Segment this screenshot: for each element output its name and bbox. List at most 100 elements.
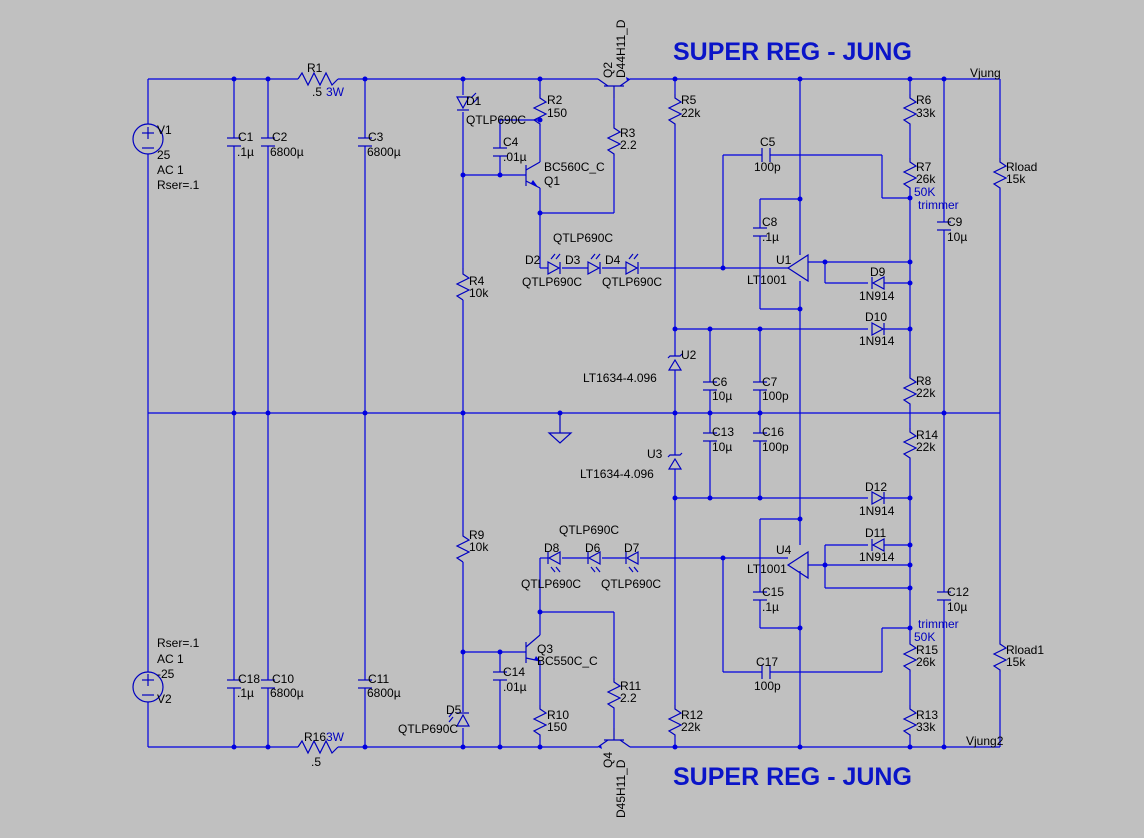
d5-name: D5	[446, 703, 462, 717]
r2-name: R2	[547, 93, 563, 107]
d2-name: D2	[525, 253, 541, 267]
r6-value: 33k	[916, 106, 936, 120]
d4-value: QTLP690C	[602, 275, 662, 289]
r12-value: 22k	[681, 720, 701, 734]
q2-value: D44H11_D	[614, 19, 628, 78]
transistor-arrows	[531, 77, 630, 749]
wires	[147, 78, 1001, 748]
c8-value: .1µ	[762, 230, 779, 244]
c10-name: C10	[272, 672, 294, 686]
d8-value: QTLP690C	[521, 577, 581, 591]
d12-name: D12	[865, 480, 887, 494]
c18-value: .1µ	[237, 686, 254, 700]
c2-value: 6800µ	[270, 145, 304, 159]
ground-icon	[547, 413, 573, 444]
d11-name: D11	[865, 526, 886, 540]
r14-value: 22k	[916, 440, 936, 454]
r16-rating: 3W	[326, 730, 345, 744]
r12-name: R12	[681, 708, 703, 722]
u4-name: U4	[776, 543, 792, 557]
r3-value: 2.2	[620, 138, 637, 152]
r4-value: 10k	[469, 286, 489, 300]
c9-value: 10µ	[947, 230, 967, 244]
c6-value: 10µ	[712, 389, 732, 403]
r13-name: R13	[916, 708, 938, 722]
d4-name: D4	[605, 253, 621, 267]
r1-value: .5	[312, 85, 322, 99]
c4-name: C4	[503, 135, 519, 149]
q4-name: Q4	[601, 752, 615, 768]
r7-name: R7	[916, 160, 932, 174]
r9-value: 10k	[469, 540, 489, 554]
v2-value: -25	[157, 667, 175, 681]
d11-value: 1N914	[859, 550, 895, 564]
u1-name: U1	[776, 253, 792, 267]
title-top: SUPER REG - JUNG	[673, 38, 912, 66]
r1-rating: 3W	[326, 85, 345, 99]
v1-value: 25	[157, 148, 171, 162]
d1-value: QTLP690C	[466, 113, 526, 127]
c12-name: C12	[947, 585, 969, 599]
c16-value: 100p	[762, 440, 789, 454]
d5-value: QTLP690C	[398, 722, 458, 736]
opamp-symbols	[786, 253, 809, 580]
r8-name: R8	[916, 374, 932, 388]
c3-name: C3	[368, 130, 384, 144]
c13-name: C13	[712, 425, 734, 439]
r6-name: R6	[916, 93, 932, 107]
c15-value: .1µ	[762, 600, 779, 614]
r8-value: 22k	[916, 386, 936, 400]
c7-name: C7	[762, 375, 778, 389]
r2-value: 150	[547, 106, 567, 120]
q2-name: Q2	[601, 62, 615, 78]
r14-name: R14	[916, 428, 938, 442]
q1-name: Q1	[544, 174, 560, 188]
r3-name: R3	[620, 126, 636, 140]
title-bottom: SUPER REG - JUNG	[673, 763, 912, 791]
r7-note: 50K	[914, 185, 935, 199]
r16-value: .5	[311, 755, 321, 769]
c15-name: C15	[762, 585, 784, 599]
r4-name: R4	[469, 274, 485, 288]
r10-value: 150	[547, 720, 567, 734]
r15-trimmer: trimmer	[918, 617, 959, 631]
d12-value: 1N914	[859, 504, 895, 518]
d8-name: D8	[544, 541, 560, 555]
u4-value: LT1001	[747, 562, 787, 576]
d7-name: D7	[624, 541, 640, 555]
u2-value: LT1634-4.096	[583, 371, 657, 385]
c16-name: C16	[762, 425, 784, 439]
c4-value: .01µ	[503, 150, 527, 164]
c11-value: 6800µ	[367, 686, 401, 700]
q3-value: BC550C_C	[537, 654, 598, 668]
q1-value: BC560C_C	[544, 160, 605, 174]
v1-name: V1	[157, 123, 172, 137]
c1-name: C1	[238, 130, 254, 144]
d3-value: QTLP690C	[553, 231, 613, 245]
d3-name: D3	[565, 253, 581, 267]
d1-name: D1	[466, 94, 482, 108]
c13-value: 10µ	[712, 440, 732, 454]
rload-value: 15k	[1006, 172, 1026, 186]
c5-name: C5	[760, 135, 776, 149]
r11-name: R11	[620, 679, 641, 693]
d9-value: 1N914	[859, 289, 895, 303]
c6-name: C6	[712, 375, 728, 389]
c17-value: 100p	[754, 679, 781, 693]
v2-name: V2	[157, 692, 172, 706]
d7-value: QTLP690C	[601, 577, 661, 591]
u1-value: LT1001	[747, 273, 787, 287]
reference-symbols	[667, 353, 683, 470]
d10-name: D10	[865, 310, 887, 324]
rload1-name: Rload1	[1006, 643, 1044, 657]
voltage-source-symbols	[132, 123, 164, 703]
r13-value: 33k	[916, 720, 936, 734]
r16-name: R16	[304, 730, 326, 744]
v2-ac: AC 1	[157, 652, 184, 666]
u2-name: U2	[681, 348, 697, 362]
net-vjung2: Vjung2	[966, 734, 1004, 748]
r7-trimmer: trimmer	[918, 198, 959, 212]
c8-name: C8	[762, 215, 778, 229]
r15-name: R15	[916, 643, 938, 657]
v1-rser: Rser=.1	[157, 178, 200, 192]
